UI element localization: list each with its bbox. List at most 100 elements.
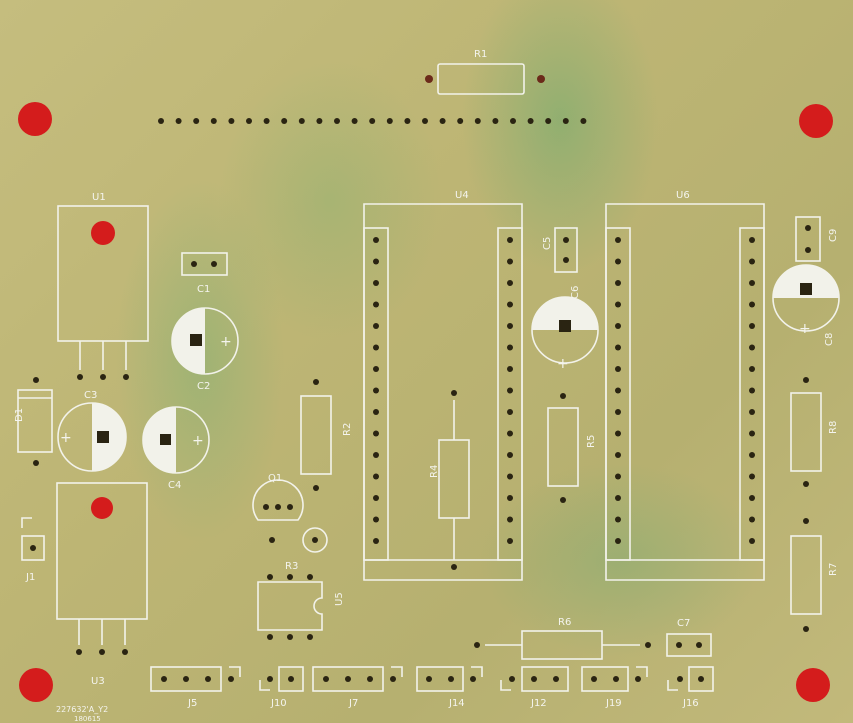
drill-hole [373,344,379,351]
drill-hole [749,280,755,286]
label-d1: D1 [14,408,25,422]
drill-hole [507,538,513,544]
drill-hole [373,387,379,394]
drill-hole [749,538,755,544]
drill-hole [507,237,513,243]
drill-hole [580,118,587,124]
drill-hole [373,473,379,480]
plus-c2: + [220,334,232,350]
drill-hole [492,118,499,124]
drill-hole [507,366,513,372]
drill-hole [507,258,513,265]
label-j14: J14 [448,698,465,709]
drill-hole [373,538,379,544]
r3: R3 [269,527,328,572]
label-r5: R5 [586,435,597,448]
drill-hole [373,495,379,501]
drill-hole [749,323,755,329]
label-c3: C3 [84,390,97,401]
label-c4: C4 [168,480,181,491]
drill-hole [562,118,569,124]
j19: J19 [581,666,648,709]
c9: C9 [795,216,839,262]
board-id: 227632'A_Y2 180615 [56,705,108,723]
j16: J16 [667,666,714,709]
drill-hole [386,118,393,124]
c8: + C8 [772,264,840,346]
drill-hole [749,387,755,394]
label-r8: R8 [828,421,839,434]
label-c8: C8 [824,333,835,346]
drill-hole [615,473,621,480]
drill-hole [749,452,755,458]
drill-hole [210,118,217,124]
drill-hole [615,516,621,523]
drill-hole [334,118,340,124]
drill-hole [298,118,305,124]
label-j19: J19 [605,698,622,709]
drill-hole [373,366,379,372]
r2: R2 [300,379,353,491]
c7: C7 [666,618,712,657]
header-hole-row [158,118,587,124]
label-u5: U5 [334,592,345,606]
r4: R4 [429,390,470,570]
drill-hole [507,430,513,437]
drill-hole [507,516,513,523]
label-j10: J10 [270,698,287,709]
drill-hole [422,118,428,124]
label-j12: J12 [530,698,547,709]
label-r2: R2 [342,423,353,436]
drill-hole [749,301,755,308]
c6: + C6 [531,286,599,372]
c1: C1 [181,252,228,295]
u4: U4 [363,190,523,581]
label-j1: J1 [25,572,35,583]
d1: D1 [14,377,53,466]
drill-hole [507,473,513,480]
label-r3: R3 [285,561,298,572]
r1: R1 [425,49,545,95]
plus-c8: + [799,321,811,337]
drill-hole [373,409,379,415]
drill-hole [749,237,755,243]
drill-hole [615,538,621,544]
label-r6: R6 [558,617,571,628]
drill-hole [749,258,755,265]
q1: Q1 [252,473,304,521]
drill-hole [615,237,621,243]
drill-hole [615,452,621,458]
drill-hole [615,409,621,415]
board-id-line1: 227632'A_Y2 [56,705,108,714]
drill-hole [373,452,379,458]
r5: R5 [547,393,597,503]
c5: C5 [542,227,578,273]
drill-hole [351,118,358,124]
plus-c3: + [60,430,72,446]
drill-hole [246,118,252,124]
label-c5: C5 [542,237,553,250]
drill-hole [228,118,235,124]
drill-hole [545,118,552,124]
drill-hole [615,301,621,308]
label-u1: U1 [92,192,106,203]
j5: J5 [150,666,241,709]
drill-hole [507,387,513,394]
mounting-holes [18,102,833,702]
c3: + C3 [57,390,127,472]
drill-hole [158,118,164,124]
drill-hole [749,430,755,437]
drill-hole [510,118,516,124]
drill-hole [507,301,513,308]
r6: R6 [474,617,651,660]
drill-hole [507,344,513,351]
label-u3: U3 [91,676,105,687]
u1: U1 [57,192,149,380]
drill-hole [615,366,621,372]
drill-hole [615,495,621,501]
drill-hole [373,280,379,286]
drill-hole [404,118,411,124]
drill-hole [439,118,446,124]
label-j5: J5 [187,698,197,709]
